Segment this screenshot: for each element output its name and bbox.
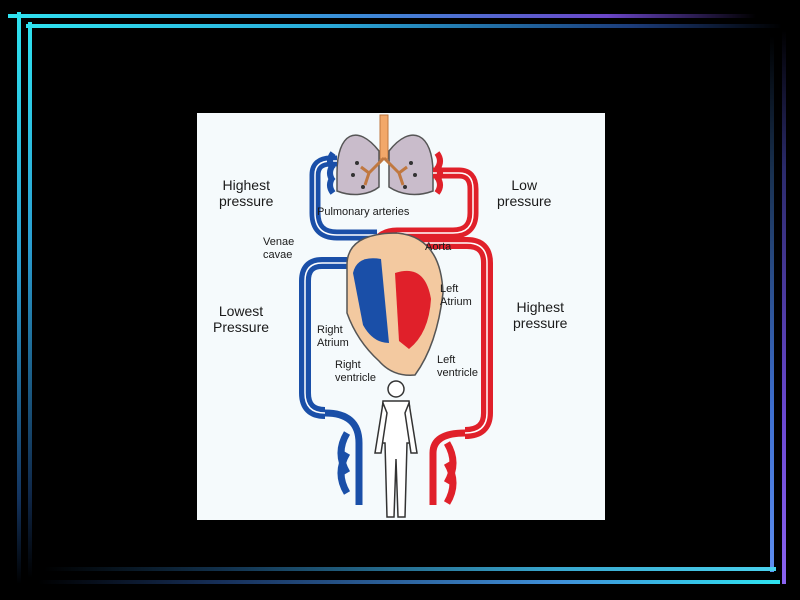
frame-bar-bottom-inner (44, 567, 776, 571)
flow-line-blue-top (314, 160, 377, 236)
frame-bar-left-inner (28, 22, 32, 578)
flow-line-red-top (397, 172, 474, 234)
trachea-shape (379, 114, 389, 160)
frame-bar-bottom-outer (38, 580, 780, 584)
alveoli-dots (351, 161, 417, 189)
lung-capillaries-right (434, 151, 443, 195)
body-capillaries (324, 409, 466, 505)
frame-bar-right-inner (770, 36, 774, 572)
right-heart-chambers (353, 258, 389, 343)
bronchi-shape (360, 156, 408, 186)
label-pulmonary-arteries: Pulmonary arteries (317, 206, 410, 218)
frame-bar-right-outer (782, 30, 786, 584)
left-lung-shape (336, 134, 380, 196)
frame-bar-top-inner (26, 24, 782, 28)
lung-capillaries-left (327, 151, 336, 195)
human-figure (374, 380, 418, 518)
frame-bar-top-outer (8, 14, 756, 18)
flow-line-red-side (387, 242, 488, 434)
flow-line-blue-side (304, 262, 347, 414)
circulation-illustration (299, 114, 493, 518)
label-aorta: Aorta (425, 241, 452, 253)
left-heart-chambers (395, 270, 431, 349)
frame-bar-left-outer (17, 12, 21, 584)
